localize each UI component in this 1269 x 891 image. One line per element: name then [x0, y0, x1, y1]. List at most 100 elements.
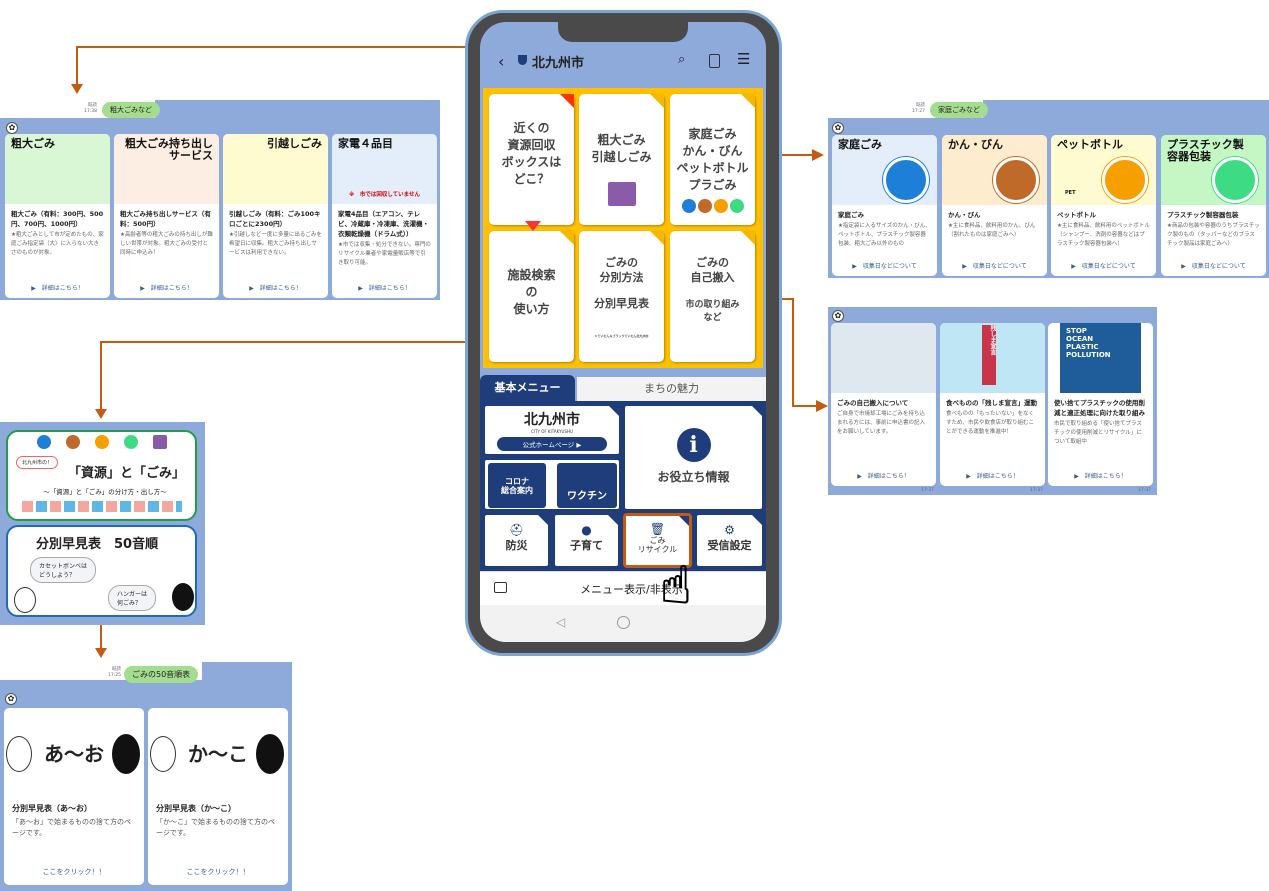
corner-marker [560, 231, 574, 245]
card-detail-link[interactable]: ▶ 詳細はこちら！ [249, 285, 302, 292]
card-image: あ～お [4, 730, 144, 778]
tile-label: 施設検索 の 使い方 [507, 268, 556, 316]
card-detail-link[interactable]: ▶ 詳細はこちら！ [966, 473, 1019, 480]
carousel-card[interactable]: 残しま宣言 食べものの「残しま宣言」運動 食べものの「もったいない」をなくすため… [940, 323, 1045, 486]
category-icon [993, 157, 1039, 203]
tile-sub-label: 分別早見表 [594, 297, 649, 310]
card-title: 使い捨てプラスチックの使用削減と適正処理に向けた取り組み [1054, 399, 1145, 417]
search-icon[interactable]: ⌕ [678, 52, 686, 67]
card-description: ★粗大ごみとして市が定めたもの、家庭ごみ指定袋（大）に入らない大きさのものが対象… [11, 232, 104, 256]
tab-city-charm[interactable]: まちの魅力 [577, 377, 766, 401]
card-description: ★指定袋に入るサイズのかん・びん、ペットボトル、プラスチック製容器包装、粗大ごみ… [838, 223, 931, 247]
bunbetsu-guide-image[interactable]: 北九州市の！ 「資源」と「ごみ」 ～「資源」と「ごみ」の分け方・出し方～ 分別早… [0, 422, 205, 625]
rich-menu-tile[interactable]: 粗大ごみ 引越しごみ [579, 94, 664, 225]
carousel-card[interactable]: 家庭ごみ 家庭ごみ ★指定袋に入るサイズのかん・びん、ペットボトル、プラスチック… [832, 135, 937, 276]
read-label: 既読 [915, 103, 925, 108]
nav-home-icon[interactable] [617, 616, 630, 629]
tab-basic-menu[interactable]: 基本メニュー [480, 375, 575, 401]
card-image: 家庭ごみ [832, 135, 937, 205]
card-image-text: あ～お [44, 742, 104, 766]
useful-info-button[interactable]: i お役立ち情報 [623, 404, 764, 511]
corner-marker [741, 94, 755, 108]
card-image-title: 粗大ごみ持ち出し サービス [125, 137, 213, 162]
corner-marker [741, 231, 755, 245]
timestamp: 17:37 [921, 488, 934, 493]
settings-label: 受信設定 [707, 539, 752, 552]
hamburger-icon[interactable]: ☰ [737, 50, 751, 68]
card-description: ★引越しなど一度に多量に出るごみを希望日に収集。粗大ごみ持ち出しサービスは利用で… [229, 232, 322, 256]
carousel-card[interactable]: 家電４品目 ※ 市では回収していません 家電4品目（エアコン、テレビ、冷蔵庫・冷… [332, 134, 437, 298]
carousel-card[interactable]: かん・びん かん・びん ★主に食料品、飲料用のかん、びん（割れたものは家庭ごみへ… [942, 135, 1047, 276]
rich-menu-tile[interactable]: ごみの 分別方法分別早見表©ていたん＆ブラックていたん北九州市 [579, 231, 664, 362]
carousel-card[interactable]: ペットボトル PET ペットボトル ★主に食料品、飲料用のペットボトル（シャンプ… [1051, 135, 1156, 276]
card-detail-link[interactable]: ▶ 詳細はこちら！ [140, 285, 193, 292]
rich-menu-tile[interactable]: 近くの 資源回収 ボックスは どこ？ [489, 94, 574, 231]
card-image-title: 家庭ごみ [838, 138, 882, 151]
covid-group: コロナ 総合案内 ワクチン [483, 458, 621, 511]
rich-menu-tile[interactable]: 施設検索 の 使い方 [489, 231, 574, 362]
back-icon[interactable]: ‹ [498, 52, 505, 71]
card-detail-link[interactable]: ▶ 収集日などについて [1071, 263, 1136, 270]
carousel-card[interactable]: 粗大ごみ 粗大ごみ（有料：300円、500円、700円、1000円） ★粗大ごみ… [5, 134, 110, 298]
card-description: ご自身で市焼却工場にごみを持ち込まれる方には、事前に申込書の記入をお願いしていま… [837, 411, 926, 435]
card-image: ペットボトル PET [1051, 135, 1156, 205]
card-click-link[interactable]: ここをクリック！！ [42, 868, 106, 876]
card-image-note: ※ 市では回収していません [348, 192, 421, 198]
info-icon: i [676, 428, 711, 462]
card-detail-link[interactable]: ▶ 収集日などについて [1181, 263, 1246, 270]
timestamp: 17:37 [1138, 488, 1151, 493]
carousel-card[interactable]: 引越しごみ 引越しごみ（有料：ごみ100キロごとに2300円） ★引越しなど一度… [223, 134, 328, 298]
card-detail-link[interactable]: ▶ 詳細はこちら！ [1074, 473, 1127, 480]
card-title: かん・びん [948, 211, 981, 219]
card-detail-link[interactable]: ▶ 詳細はこちら！ [358, 285, 411, 292]
carousel-card[interactable]: ごみの自己搬入について ご自身で市焼却工場にごみを持ち込まれる方には、事前に申込… [831, 323, 936, 486]
card-title: 分別早見表（か～こ） [156, 804, 236, 813]
carousel-card[interactable]: STOP OCEAN PLASTIC POLLUTION 使い捨てプラスチックの… [1048, 323, 1153, 486]
corner-marker [560, 94, 574, 108]
vaccine-button[interactable]: ワクチン [557, 463, 617, 508]
notes-icon[interactable] [709, 54, 720, 68]
menu-toggle-label: メニュー表示/非表示 [580, 583, 683, 596]
card-image: STOP OCEAN PLASTIC POLLUTION [1060, 323, 1141, 393]
menu-toggle-bar[interactable]: メニュー表示/非表示 [480, 571, 766, 605]
tile-label: 粗大ごみ 引越しごみ [591, 133, 652, 164]
carousel-card[interactable]: か～こ 分別早見表（か～こ） 「か～こ」で始まるものの捨て方のページです。 ここ… [148, 708, 288, 885]
homepage-button[interactable]: 北九州市 CITY OF KITAKYUSHU 公式ホームページ ▶ [483, 404, 621, 456]
category-icons [8, 434, 195, 453]
garbage-recycle-button[interactable]: 🗑ごみ リサイクル [623, 513, 692, 568]
phone-screen: ‹ 北九州市 ⌕ ☰ 近くの 資源回収 ボックスは どこ？ 粗大ごみ 引越しごみ… [480, 22, 766, 642]
card-detail-link[interactable]: ▶ 収集日などについて [852, 263, 917, 270]
card-description: ★主に食料品、飲料用のペットボトル（シャンプー、洗剤の容器などはプラスチック製容… [1057, 223, 1150, 247]
pet-label: PET [1065, 190, 1076, 196]
rich-menu-tile[interactable]: ごみの 自己搬入市の取り組み など [670, 231, 755, 362]
corona-button[interactable]: コロナ 総合案内 [488, 463, 546, 508]
childcare-button[interactable]: ●子育て [553, 513, 620, 568]
tile-label: ごみの 自己搬入 [690, 256, 735, 284]
card-image: かん・びん [942, 135, 1047, 205]
disaster-button[interactable]: ⛑防災 [483, 513, 550, 568]
card-detail-link[interactable]: ▶ 詳細はこちら！ [31, 285, 84, 292]
helmet-icon: ⛑ [508, 523, 525, 537]
carousel-card[interactable]: 粗大ごみ持ち出し サービス 粗大ごみ持ち出しサービス（有料：500円） ★高齢者… [114, 134, 219, 298]
white-bear-mascot [6, 736, 32, 772]
shield-icon [518, 55, 527, 65]
corner-marker [650, 94, 664, 108]
card-image: 粗大ごみ [5, 134, 110, 204]
keyboard-icon[interactable] [494, 582, 507, 593]
carousel-card[interactable]: プラスチック製 容器包装 プラスチック製容器包装 ★商品の包装や容器のうちプラス… [1161, 135, 1266, 276]
nav-back-icon[interactable]: ◁ [556, 615, 566, 629]
carousel-card[interactable]: あ～お 分別早見表（あ～お） 「あ～お」で始まるものの捨て方のページです。 ここ… [4, 708, 144, 885]
card-detail-link[interactable]: ▶ 収集日などについて [962, 263, 1027, 270]
card-click-link[interactable]: ここをクリック！！ [186, 868, 250, 876]
useful-info-label: お役立ち情報 [657, 470, 730, 484]
card-description: ★高齢者等の粗大ごみの持ち出しが難しい世帯が対象。粗大ごみの受付と同時に申込み！ [120, 232, 213, 256]
card-detail-link[interactable]: ▶ 詳細はこちら！ [857, 473, 910, 480]
card-image-text: か～こ [188, 742, 248, 766]
card-title: 分別早見表（あ～お） [12, 804, 92, 813]
rich-menu-tile[interactable]: 家庭ごみ かん・びん ペットボトル プラごみ [670, 94, 755, 225]
settings-button[interactable]: ⚙受信設定 [695, 513, 764, 568]
pointing-hand-icon: ☝ [660, 556, 693, 616]
childcare-label: 子育て [570, 539, 603, 552]
card-image-title: 粗大ごみ [11, 137, 55, 150]
